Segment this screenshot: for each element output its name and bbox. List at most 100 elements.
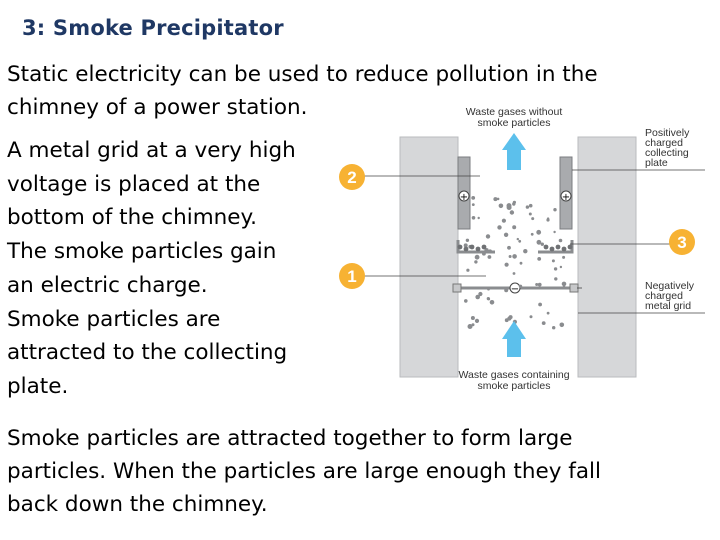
explanation-line: voltage is placed at the xyxy=(7,171,261,197)
particle-clump xyxy=(475,246,481,252)
smoke-particle xyxy=(554,277,558,281)
particle-clump xyxy=(463,246,469,252)
smoke-particle xyxy=(552,326,556,330)
smoke-particle xyxy=(498,203,504,209)
explanation-line: bottom of the chimney. xyxy=(7,205,257,231)
explanation-line: attracted to the collecting xyxy=(7,340,288,366)
slide-title: 3: Smoke Precipitator xyxy=(22,16,284,40)
bottom-gas-label: smoke particles xyxy=(478,380,551,392)
particle-clump xyxy=(567,244,573,250)
svg-text:2: 2 xyxy=(347,168,356,187)
smoke-particle xyxy=(506,203,512,209)
smoke-particle xyxy=(497,225,502,230)
smoke-particle xyxy=(523,249,528,254)
svg-text:1: 1 xyxy=(347,267,356,286)
conclusion-line: back down the chimney. xyxy=(7,492,268,517)
plus-sign-icon xyxy=(560,190,572,202)
smoke-particle xyxy=(482,251,486,256)
intro-line: Static electricity can be used to reduce… xyxy=(7,62,598,87)
smoke-particle xyxy=(470,316,475,320)
plus-sign-icon xyxy=(458,190,470,202)
smoke-particle xyxy=(478,291,483,297)
particle-clump xyxy=(457,244,463,250)
arrow-up-bottom-icon xyxy=(502,321,526,357)
plate-label: plate xyxy=(645,157,668,169)
bottom-gas-label: Waste gases containing xyxy=(458,369,569,381)
smoke-particle xyxy=(529,315,533,319)
smoke-particle xyxy=(559,265,563,269)
smoke-particle xyxy=(546,311,550,315)
conclusion-line: Smoke particles are attracted together t… xyxy=(7,426,573,451)
particle-clump xyxy=(555,244,561,250)
smoke-particle xyxy=(474,254,480,260)
top-gas-label: Waste gases without xyxy=(466,106,563,118)
explanation-paragraph: A metal grid at a very high voltage is p… xyxy=(7,134,327,404)
smoke-particle xyxy=(471,216,476,220)
smoke-particle xyxy=(516,237,519,241)
smoke-particle xyxy=(486,297,490,301)
smoke-particle xyxy=(487,287,490,291)
smoke-particles xyxy=(457,196,573,333)
chimney-wall-left xyxy=(399,136,459,378)
smoke-particle xyxy=(540,242,544,246)
intro-paragraph: Static electricity can be used to reduce… xyxy=(7,58,647,124)
smoke-particle xyxy=(553,267,558,271)
plate-label: collecting xyxy=(645,147,689,159)
smoke-particle xyxy=(559,322,565,328)
explanation-line: plate. xyxy=(7,373,69,399)
top-gas-label: smoke particles xyxy=(478,117,551,129)
smoke-particle xyxy=(528,203,533,208)
smoke-particle xyxy=(487,255,492,259)
particle-clump xyxy=(469,244,475,250)
marker-1: 1 xyxy=(339,263,365,289)
smoke-particle xyxy=(464,299,468,303)
smoke-particle xyxy=(507,245,511,250)
smoke-particle xyxy=(518,284,523,288)
smoke-particle xyxy=(501,218,506,223)
smoke-particle xyxy=(512,254,517,259)
particle-clump xyxy=(561,246,567,252)
smoke-particle xyxy=(485,234,491,239)
grid-label: charged xyxy=(645,290,683,302)
smoke-particle xyxy=(518,239,522,243)
explanation-line: A metal grid at a very high xyxy=(7,138,296,163)
smoke-particle xyxy=(538,302,542,307)
smoke-particle xyxy=(512,225,517,230)
smoke-particle xyxy=(562,255,566,259)
smoke-particle xyxy=(471,203,475,206)
smoke-particle xyxy=(496,197,500,201)
plus-sign: + xyxy=(562,192,570,203)
smoke-particle xyxy=(558,238,563,243)
smoke-particle xyxy=(474,318,480,323)
smoke-particle xyxy=(536,239,542,245)
minus-sign: − xyxy=(511,284,519,295)
smoke-particle xyxy=(508,255,512,258)
smoke-particle xyxy=(504,288,509,293)
smoke-particle xyxy=(562,285,566,289)
smoke-particle xyxy=(467,324,473,329)
particle-clump xyxy=(549,246,555,252)
smoke-particle xyxy=(489,300,495,305)
particle-clump xyxy=(481,244,487,250)
smoke-particle xyxy=(537,282,542,287)
smoke-particle xyxy=(512,202,516,206)
conclusion-line: particles. When the particles are large … xyxy=(7,459,601,484)
marker-2: 2 xyxy=(339,164,365,190)
smoke-particle xyxy=(488,249,492,254)
smoke-particle xyxy=(553,230,556,234)
smoke-particle xyxy=(530,232,534,236)
smoke-particle xyxy=(471,196,476,200)
smoke-particle xyxy=(541,321,546,325)
smoke-particle xyxy=(561,281,567,287)
intro-line: chimney of a power station. xyxy=(7,95,308,120)
smoke-particle xyxy=(504,262,509,267)
arrow-up-top-icon xyxy=(502,133,526,170)
smoke-particle xyxy=(528,212,532,216)
chimney-wall-right xyxy=(577,136,637,378)
smoke-particle xyxy=(519,261,523,265)
metal-grid xyxy=(452,282,579,294)
smoke-particle xyxy=(474,260,478,264)
explanation-line: Smoke particles are xyxy=(7,306,221,332)
smoke-particle xyxy=(504,318,509,323)
explanation-line: The smoke particles gain xyxy=(7,239,277,265)
